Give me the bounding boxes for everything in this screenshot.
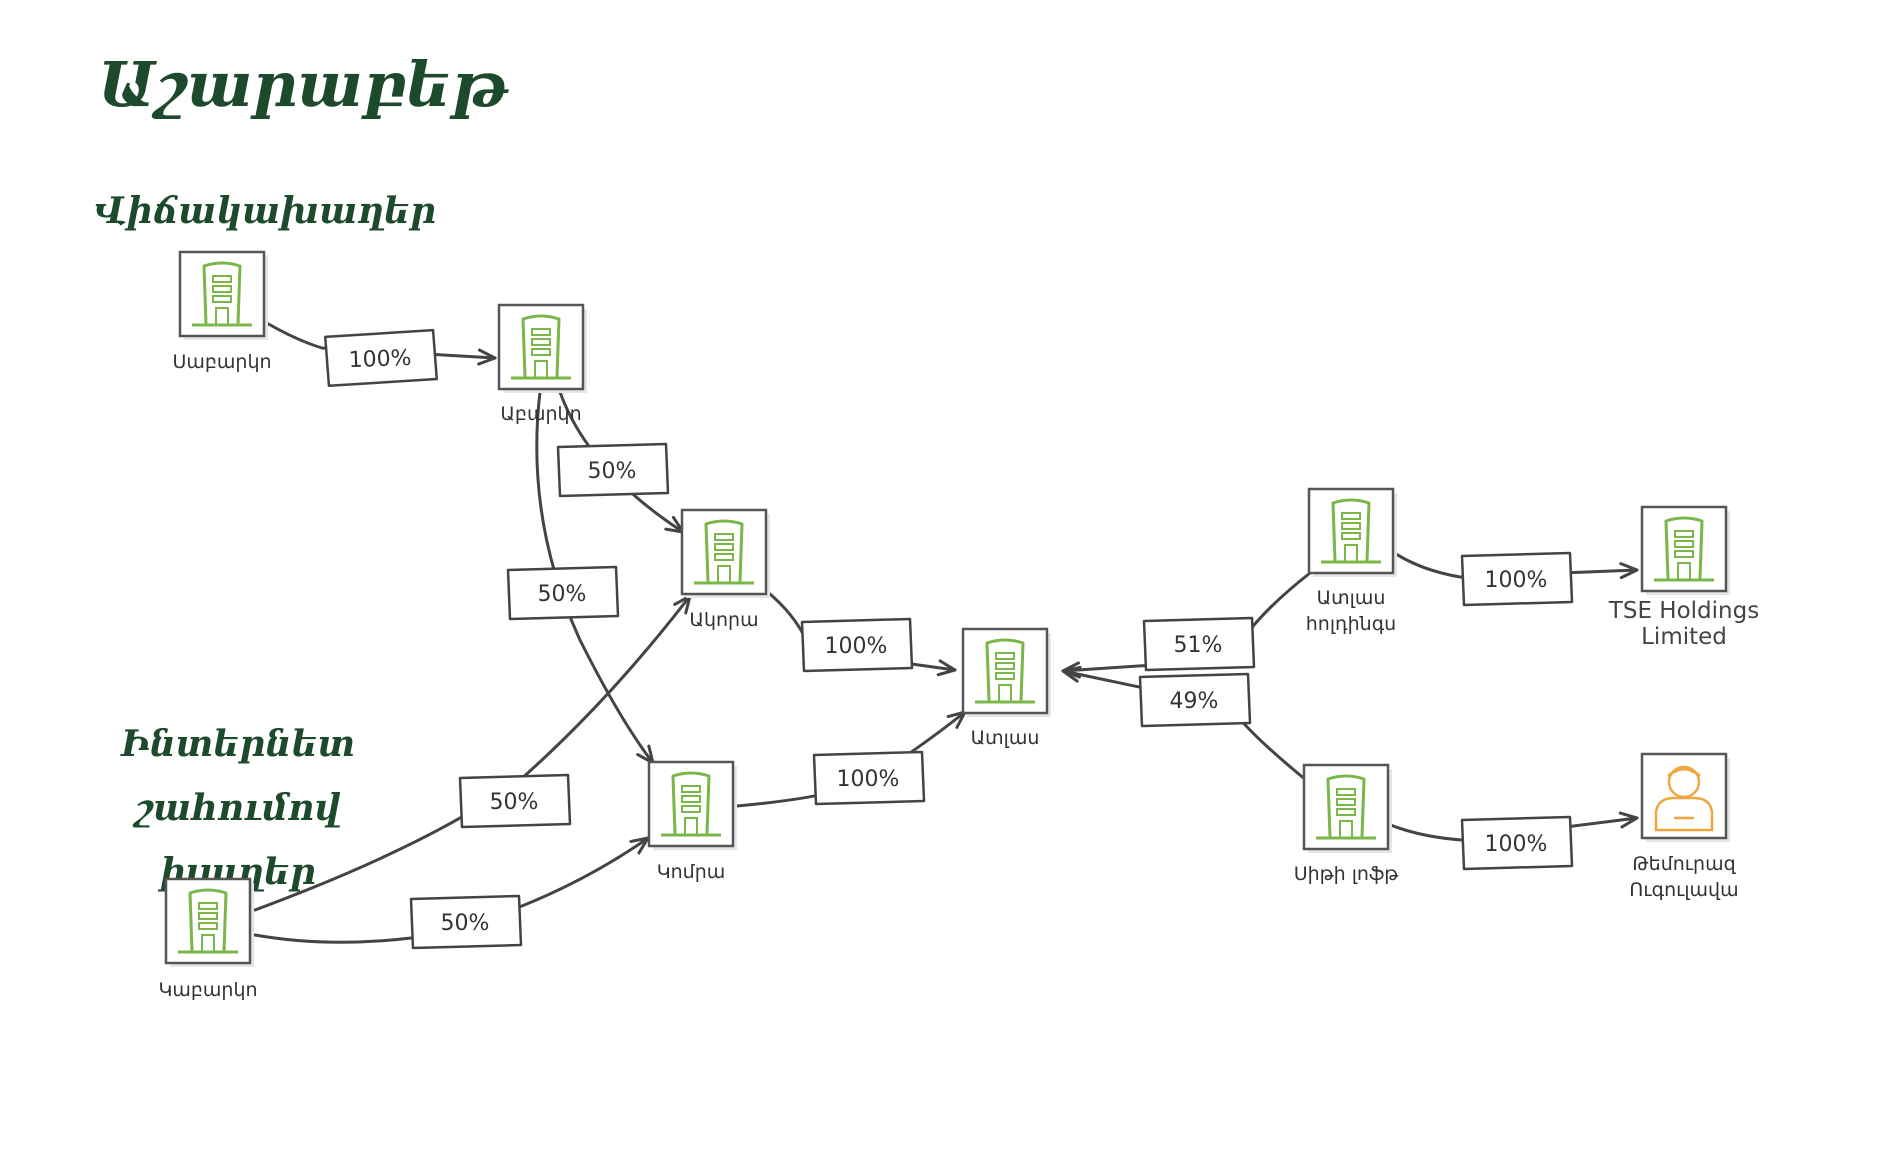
percent-label: 49%	[1138, 672, 1252, 728]
node-label: TSE Holdings	[1608, 598, 1759, 624]
person-icon	[1654, 765, 1714, 832]
node-frame	[164, 877, 252, 965]
edge-line	[1391, 550, 1639, 580]
percent-label-text: 50%	[588, 459, 637, 484]
percent-label-text: 50%	[490, 790, 539, 815]
edge-line	[253, 594, 692, 912]
entity-node-akora: Ակորա	[680, 508, 770, 631]
node-label: Limited	[1641, 624, 1727, 650]
building-icon	[178, 888, 238, 954]
entity-node-karbarko: Կաբարկո	[158, 877, 258, 1001]
percent-label-text: 50%	[538, 582, 587, 607]
percent-label-text: 100%	[1485, 568, 1548, 593]
node-frame	[961, 627, 1049, 715]
percent-label: 100%	[1460, 815, 1574, 871]
percent-label-text: 100%	[837, 767, 900, 792]
building-icon	[511, 314, 571, 380]
node-label: հոլդինգս	[1306, 613, 1396, 635]
percent-label-box	[458, 773, 572, 829]
ownership-edge: 100%	[735, 710, 967, 808]
percent-label-box	[800, 617, 914, 673]
percent-label: 100%	[323, 328, 439, 388]
ownership-edge: 51%	[1061, 571, 1312, 679]
percent-label-box	[1460, 815, 1574, 871]
entity-node-sitilof: Սիթի լոֆթ	[1294, 763, 1400, 885]
percent-label-text: 50%	[441, 911, 490, 936]
node-label: Կաբարկո	[158, 979, 257, 1001]
entity-node-atlas_h: Ատլաս հոլդինգս	[1306, 487, 1397, 635]
node-label: Սիթի լոֆթ	[1294, 863, 1400, 885]
building-icon	[661, 771, 721, 837]
building-icon	[694, 519, 754, 585]
percent-label: 50%	[409, 894, 523, 950]
edges-layer: 100% 50% 50% 50% 50% 100% 100% 51% 49% 100% 100%	[253, 320, 1639, 950]
percent-label-text: 100%	[825, 634, 888, 659]
percent-label-box	[409, 894, 523, 950]
node-label: Կոմրա	[657, 861, 726, 883]
ownership-edge: 50%	[253, 594, 692, 912]
percent-label-text: 51%	[1174, 633, 1223, 658]
percent-label-box	[556, 442, 670, 498]
percent-label-text: 49%	[1170, 689, 1219, 714]
entity-node-sabarko: Սաբարկո	[172, 250, 272, 373]
ownership-edge: 50%	[506, 390, 655, 765]
ownership-edge: 100%	[263, 320, 497, 388]
edge-line	[263, 320, 497, 366]
node-frame	[680, 508, 768, 596]
percent-label: 50%	[506, 565, 620, 621]
percent-label-text: 100%	[1485, 832, 1548, 857]
building-icon	[1654, 516, 1714, 582]
percent-label-box	[1460, 551, 1574, 607]
percent-label: 51%	[1142, 616, 1256, 672]
edge-line	[535, 390, 655, 765]
percent-label: 50%	[556, 442, 670, 498]
building-icon	[1316, 774, 1376, 840]
percent-label: 100%	[1460, 551, 1574, 607]
node-label: Թեմուրազ	[1632, 853, 1736, 875]
node-label: Ուգուլավա	[1629, 879, 1738, 901]
node-label: Սաբարկո	[172, 351, 271, 373]
entity-node-komra: Կոմրա	[647, 760, 737, 883]
node-label: Ակորա	[689, 609, 758, 631]
page-title: Աշարաբեթ	[98, 48, 508, 121]
node-label: Ատլաս	[1317, 587, 1386, 609]
node-frame	[497, 303, 585, 391]
node-frame	[647, 760, 735, 848]
building-icon	[975, 638, 1035, 704]
nodes-layer: ՍաբարկոԱբարկոԱկորաԿոմրաԿաբարկոԱտլասԱտլաս…	[158, 250, 1759, 1001]
ownership-edge: 50%	[556, 390, 685, 534]
percent-label: 100%	[800, 617, 914, 673]
node-label: Ատլաս	[971, 727, 1040, 749]
percent-label: 100%	[812, 750, 926, 806]
node-frame	[1640, 505, 1728, 593]
entity-node-atlas: Ատլաս	[961, 627, 1051, 749]
percent-label-box	[1138, 672, 1252, 728]
node-frame	[1307, 487, 1395, 575]
percent-label-box	[1142, 616, 1256, 672]
section-label-competitors: Վիճակախաղեր	[94, 190, 437, 232]
percent-label-box	[812, 750, 926, 806]
ownership-edge: 100%	[1391, 550, 1639, 607]
node-frame	[1302, 763, 1390, 851]
node-label: Աբարկո	[500, 403, 581, 425]
entity-node-abarko: Աբարկո	[497, 303, 587, 425]
ownership-edge: 50%	[253, 836, 650, 950]
building-icon	[192, 261, 252, 327]
ownership-edge: 49%	[1061, 665, 1308, 782]
node-frame	[178, 250, 266, 338]
building-icon	[1321, 498, 1381, 564]
section-label-internet-line-1: Ինտերնետ շահումով	[120, 723, 356, 829]
percent-label-box	[323, 328, 439, 388]
percent-label: 50%	[458, 773, 572, 829]
ownership-edge: 100%	[1386, 811, 1639, 871]
ownership-edge: 100%	[768, 592, 957, 677]
percent-label-text: 100%	[348, 346, 412, 373]
percent-label-box	[506, 565, 620, 621]
